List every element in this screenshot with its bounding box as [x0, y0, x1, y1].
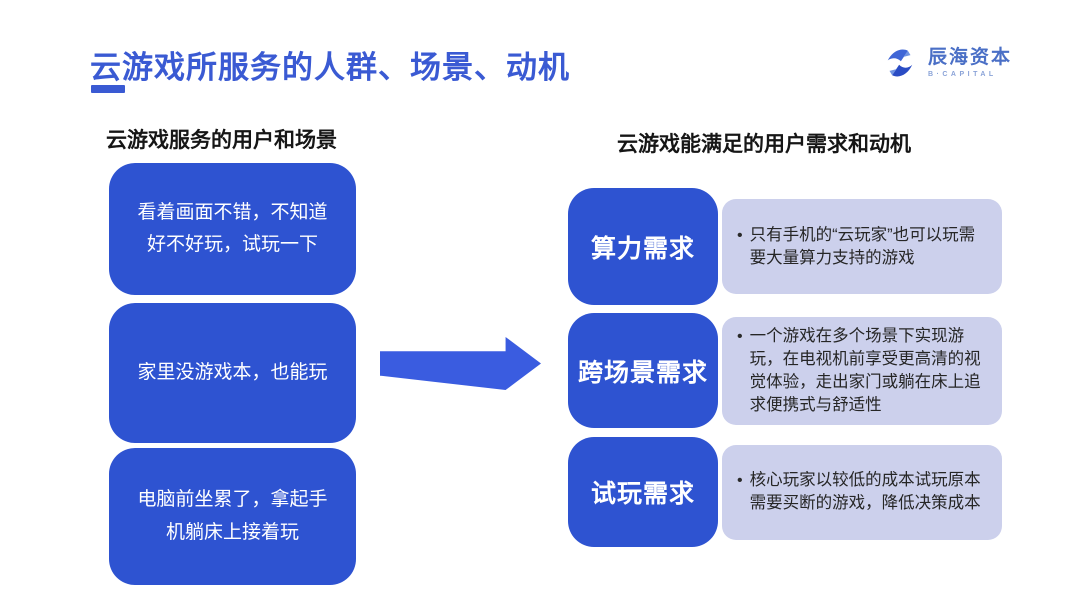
- scenario-box-trial: 看着画面不错，不知道好不好玩，试玩一下: [109, 163, 356, 295]
- scenario-box-no-gaming-laptop: 家里没游戏本，也能玩: [109, 303, 356, 443]
- need-row-trial: 试玩需求 • 核心玩家以较低的成本试玩原本需要买断的游戏，降低决策成本: [568, 437, 1002, 547]
- left-column-header: 云游戏服务的用户和场景: [106, 129, 337, 152]
- need-description: • 一个游戏在多个场景下实现游玩，在电视机前享受更高清的视觉体验，走出家门或躺在…: [722, 316, 1002, 425]
- bullet-icon: •: [737, 226, 743, 244]
- scenario-text: 电脑前坐累了，拿起手机躺床上接着玩: [137, 489, 328, 543]
- logo: 辰海资本 B·CAPITAL: [879, 42, 1012, 84]
- need-description-text: 只有手机的“云玩家”也可以玩需要大量算力支持的游戏: [749, 225, 976, 267]
- need-description: • 只有手机的“云玩家”也可以玩需要大量算力支持的游戏: [722, 199, 1002, 294]
- need-label: 算力需求: [568, 188, 718, 305]
- logo-subtitle: B·CAPITAL: [927, 71, 997, 78]
- logo-icon: [887, 49, 913, 77]
- bullet-icon: •: [737, 472, 743, 489]
- title-underline: [91, 85, 125, 93]
- need-row-computing: 算力需求 • 只有手机的“云玩家”也可以玩需要大量算力支持的游戏: [568, 188, 1002, 305]
- page-title: 云游戏所服务的人群、场景、动机: [90, 50, 570, 85]
- need-label: 试玩需求: [568, 437, 718, 547]
- logo-name: 辰海资本: [927, 47, 1012, 68]
- need-row-cross-scene: 跨场景需求 • 一个游戏在多个场景下实现游玩，在电视机前享受更高清的视觉体验，走…: [568, 313, 1002, 428]
- scenario-text: 家里没游戏本，也能玩: [137, 361, 328, 383]
- need-description: • 核心玩家以较低的成本试玩原本需要买断的游戏，降低决策成本: [722, 444, 1002, 540]
- scenario-box-switch-device: 电脑前坐累了，拿起手机躺床上接着玩: [109, 448, 356, 585]
- scenario-text: 看着画面不错，不知道好不好玩，试玩一下: [137, 201, 328, 255]
- arrow-right-icon: [380, 337, 541, 390]
- scenario-list: 看着画面不错，不知道好不好玩，试玩一下 家里没游戏本，也能玩 电脑前坐累了，拿起…: [109, 163, 356, 585]
- bullet-icon: •: [737, 327, 743, 345]
- right-column-header: 云游戏能满足的用户需求和动机: [617, 133, 911, 156]
- needs-list: 算力需求 • 只有手机的“云玩家”也可以玩需要大量算力支持的游戏 跨场景需求 •…: [568, 188, 1002, 547]
- need-description-text: 核心玩家以较低的成本试玩原本需要买断的游戏，降低决策成本: [749, 471, 981, 512]
- need-description-text: 一个游戏在多个场景下实现游玩，在电视机前享受更高清的视觉体验，走出家门或躺在床上…: [749, 326, 981, 414]
- need-label: 跨场景需求: [568, 313, 718, 428]
